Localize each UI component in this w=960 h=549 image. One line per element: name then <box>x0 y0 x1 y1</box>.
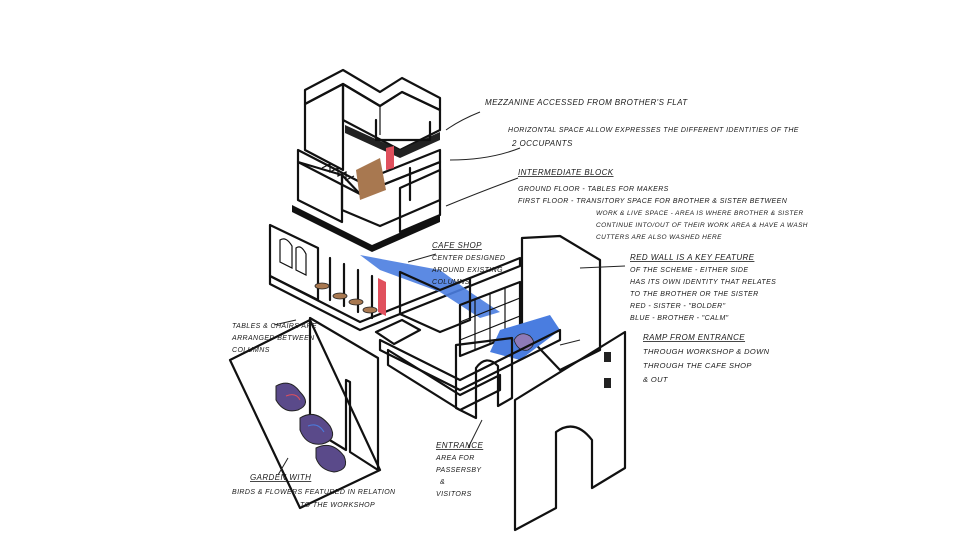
note-horizontal-2: 2 OCCUPANTS <box>511 139 573 148</box>
garden-slab <box>228 318 382 510</box>
note-intermediate-title: INTERMEDIATE BLOCK <box>518 168 614 177</box>
brown-floor <box>356 158 386 200</box>
note-first-1: FIRST FLOOR - TRANSITORY SPACE FOR BROTH… <box>518 198 788 205</box>
back-right-wall <box>520 234 602 372</box>
mezzanine-slab <box>345 125 440 158</box>
note-horizontal-1: HORIZONTAL SPACE ALLOW EXPRESSES THE DIF… <box>508 127 799 134</box>
upper-left-wall <box>303 82 345 172</box>
note-red-wall-4: TO THE BROTHER OR THE SISTER <box>630 291 759 298</box>
note-entrance-1: ENTRANCE <box>436 441 483 450</box>
arched-window-1 <box>279 238 293 269</box>
note-entrance-4: & <box>440 479 445 486</box>
floor-step <box>386 348 502 412</box>
note-first-3: CONTINUE INTO/OUT OF THEIR WORK AREA & H… <box>596 222 808 229</box>
note-tables-3: COLUMNS <box>232 347 270 354</box>
note-entrance-5: VISITORS <box>436 491 472 498</box>
note-ground-1: GROUND FLOOR - TABLES FOR MAKERS <box>518 186 669 193</box>
red-accent-top <box>386 146 394 170</box>
red-wall-block <box>378 280 562 420</box>
garden-flowers <box>275 382 347 473</box>
cafe-floor-slab <box>268 256 522 332</box>
columns <box>328 256 374 320</box>
note-first-4: CUTTERS ARE ALSO WASHED HERE <box>596 234 722 241</box>
mezzanine-interior <box>341 82 442 152</box>
note-garden-1: GARDEN WITH <box>250 473 311 482</box>
note-ramp-2: THROUGH WORKSHOP & DOWN <box>643 347 770 356</box>
glass-partition <box>374 118 432 142</box>
top-lower-left-wall <box>296 160 344 224</box>
cafe-counter <box>398 270 472 334</box>
note-ramp-4: & OUT <box>643 375 669 384</box>
entrance-arch <box>454 336 514 420</box>
front-right-wall <box>513 330 627 532</box>
note-entrance-3: PASSERSBY <box>436 467 482 474</box>
note-red-wall-1: RED WALL IS A KEY FEATURE <box>630 253 755 262</box>
note-red-wall-2: OF THE SCHEME - EITHER SIDE <box>630 267 748 274</box>
note-ramp-1: RAMP FROM ENTRANCE <box>643 333 745 342</box>
note-cafe-2: CENTER DESIGNED <box>432 255 505 262</box>
garden-block <box>228 316 382 510</box>
stairs <box>321 163 355 181</box>
note-cafe-1: CAFE SHOP <box>432 241 482 250</box>
note-tables-1: TABLES & CHAIRS ARE <box>232 323 317 330</box>
note-ramp-3: THROUGH THE CAFE SHOP <box>643 361 752 370</box>
note-garden-3: TO THE WORKSHOP <box>300 502 375 509</box>
leader-lines <box>273 111 626 476</box>
cafe-plinth <box>374 318 422 346</box>
note-red-wall-5: RED - SISTER - "BOLDER" <box>630 303 726 310</box>
note-mezzanine: MEZZANINE ACCESSED FROM BROTHER'S FLAT <box>485 98 688 107</box>
roof <box>303 68 442 112</box>
note-tables-2: ARRANGED BETWEEN <box>231 335 315 342</box>
annotations: MEZZANINE ACCESSED FROM BROTHER'S FLAT H… <box>231 98 808 509</box>
red-column <box>378 278 386 316</box>
note-garden-2: BIRDS & FLOWERS FEATURED IN RELATION <box>232 489 396 496</box>
note-first-2: WORK & LIVE SPACE - AREA IS WHERE BROTHE… <box>596 210 804 217</box>
arched-window-2 <box>295 246 307 276</box>
top-block <box>292 68 442 252</box>
note-cafe-4: COLUMNS <box>432 279 470 286</box>
tables <box>314 282 378 314</box>
front-right-windows <box>604 352 611 388</box>
entrance-floor <box>378 328 562 392</box>
note-red-wall-3: HAS ITS OWN IDENTITY THAT RELATES <box>630 279 776 286</box>
base-slab <box>292 205 440 252</box>
note-entrance-2: AREA FOR <box>435 455 475 462</box>
note-cafe-3: AROUND EXISTING <box>431 267 503 274</box>
note-red-wall-6: BLUE - BROTHER - "CALM" <box>630 315 729 322</box>
